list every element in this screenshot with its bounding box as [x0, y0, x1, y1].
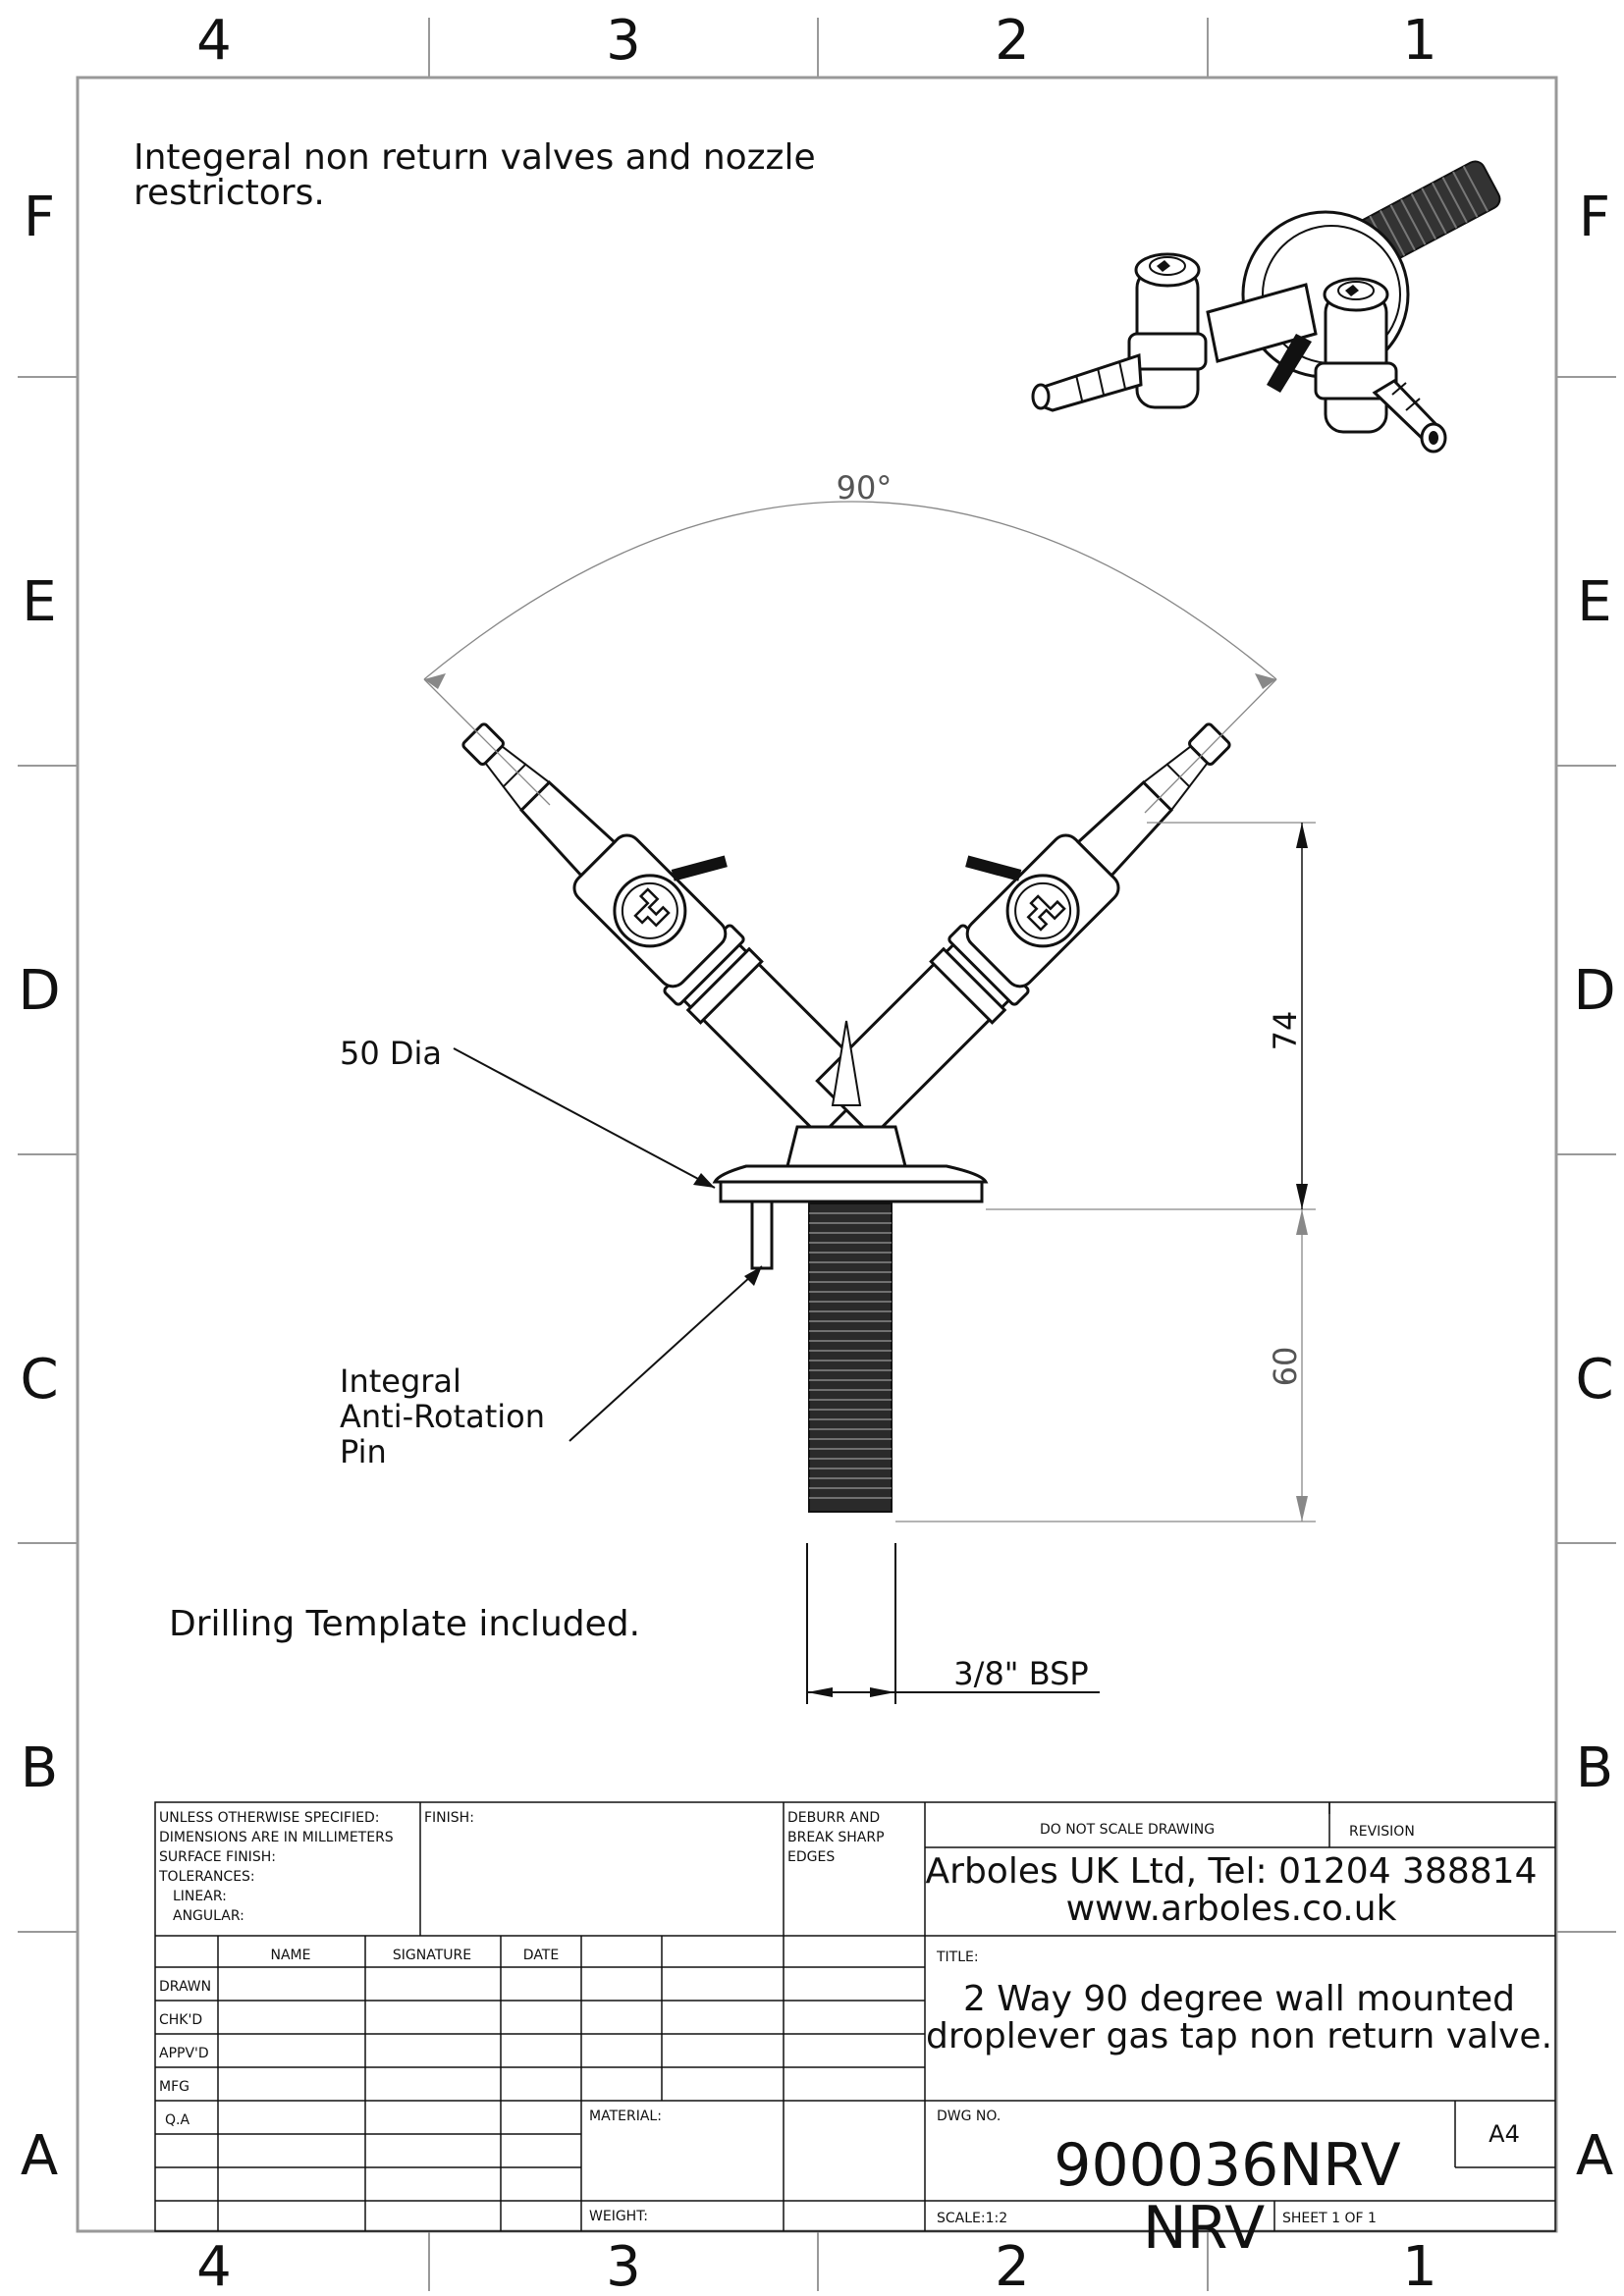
tb-scale: SCALE:1:2	[937, 2211, 1007, 2226]
tb-do-not-scale: DO NOT SCALE DRAWING	[1040, 1822, 1215, 1838]
tb-col-name: NAME	[271, 1948, 311, 1963]
height-dimension-lower-label: 60	[1267, 1347, 1304, 1387]
tb-deburr-line3: EDGES	[787, 1849, 835, 1865]
tb-material: MATERIAL:	[589, 2109, 662, 2124]
tb-sheet: SHEET 1 OF 1	[1282, 2211, 1377, 2226]
zone-labels: 4 3 2 1 4 3 2 1 F E D C B A F E D C B A	[18, 9, 1615, 2296]
zone-col-label: 3	[606, 2235, 641, 2296]
zone-row-label: B	[21, 1736, 58, 1800]
tb-row-drawn: DRAWN	[159, 1979, 211, 1995]
zone-row-label: A	[21, 2124, 58, 2188]
zone-row-label: F	[24, 186, 55, 249]
tb-revision: REVISION	[1349, 1824, 1415, 1840]
zone-col-label: 1	[1402, 9, 1437, 73]
zone-row-label: C	[20, 1348, 58, 1412]
zone-col-label: 2	[995, 2235, 1030, 2296]
tb-row-qa: Q.A	[165, 2112, 189, 2128]
tb-dwg-no-label: DWG NO.	[937, 2109, 1001, 2124]
tb-col-date: DATE	[523, 1948, 559, 1963]
tb-title-line1: 2 Way 90 degree wall mounted	[963, 1979, 1515, 2019]
zone-col-label: 4	[196, 9, 232, 73]
title-block	[154, 1801, 1556, 2232]
zone-row-label: E	[1577, 570, 1611, 634]
pin-callout-line2: Anti-Rotation	[340, 1398, 545, 1435]
zone-row-label: A	[1576, 2124, 1613, 2188]
pin-callout-line3: Pin	[340, 1433, 387, 1470]
tb-spec-line1: UNLESS OTHERWISE SPECIFIED:	[159, 1810, 379, 1826]
pin-callout-leader	[568, 1265, 763, 1442]
tb-spec-line4: TOLERANCES:	[158, 1869, 255, 1885]
tb-weight: WEIGHT:	[589, 2209, 648, 2224]
note-drilling-template: Drilling Template included.	[169, 1604, 640, 1644]
height-dimension-upper-label: 74	[1267, 1011, 1304, 1051]
tb-dwg-no: 900036NRV	[1054, 2131, 1400, 2200]
zone-col-label: 1	[1402, 2235, 1437, 2296]
tb-col-signature: SIGNATURE	[393, 1948, 471, 1963]
note-non-return-line2: restrictors.	[134, 173, 325, 213]
angle-dimension-label: 90°	[837, 469, 893, 507]
dia-callout-label: 50 Dia	[340, 1035, 442, 1072]
zone-col-label: 4	[196, 2235, 232, 2296]
dia-callout-leader	[453, 1047, 716, 1189]
tb-row-mfg: MFG	[159, 2079, 189, 2095]
tb-company-line2: www.arboles.co.uk	[1066, 1889, 1397, 1929]
zone-col-label: 2	[995, 9, 1030, 73]
thread-dimension-label: 3/8" BSP	[953, 1655, 1088, 1692]
zone-row-label: B	[1576, 1736, 1613, 1800]
height-dimension-upper	[986, 822, 1316, 1210]
tb-row-appvd: APPV'D	[159, 2046, 209, 2061]
tb-title-label: TITLE:	[936, 1949, 979, 1965]
isometric-view	[1031, 160, 1501, 454]
tb-row-chkd: CHK'D	[159, 2012, 202, 2028]
tb-dwg-no-overflow: NRV	[1143, 2194, 1265, 2263]
tb-finish: FINISH:	[424, 1810, 474, 1826]
tb-company-line1: Arboles UK Ltd, Tel: 01204 388814	[926, 1851, 1538, 1892]
note-non-return-line1: Integeral non return valves and nozzle	[134, 137, 816, 178]
zone-col-label: 3	[606, 9, 641, 73]
zone-row-label: D	[1573, 959, 1615, 1023]
zone-row-label: C	[1575, 1348, 1613, 1412]
tb-spec-line6: ANGULAR:	[173, 1908, 244, 1924]
height-dimension-lower	[895, 1209, 1316, 1522]
pin-callout-line1: Integral	[340, 1362, 461, 1400]
tb-deburr-line2: BREAK SHARP	[787, 1830, 885, 1845]
tb-size: A4	[1489, 2120, 1520, 2148]
tb-spec-line2: DIMENSIONS ARE IN MILLIMETERS	[159, 1830, 394, 1845]
angle-dimension	[423, 501, 1277, 814]
zone-row-label: D	[18, 959, 60, 1023]
zone-ticks	[18, 18, 1616, 2291]
tb-spec-line5: LINEAR:	[173, 1889, 227, 1904]
front-view	[461, 722, 1231, 1513]
tb-title-line2: droplever gas tap non return valve.	[926, 2016, 1552, 2056]
thread-dimension	[806, 1543, 1100, 1704]
zone-row-label: E	[22, 570, 56, 634]
tb-deburr-line1: DEBURR AND	[787, 1810, 880, 1826]
tb-spec-line3: SURFACE FINISH:	[159, 1849, 276, 1865]
zone-row-label: F	[1579, 186, 1610, 249]
thread-lines	[809, 1212, 892, 1499]
